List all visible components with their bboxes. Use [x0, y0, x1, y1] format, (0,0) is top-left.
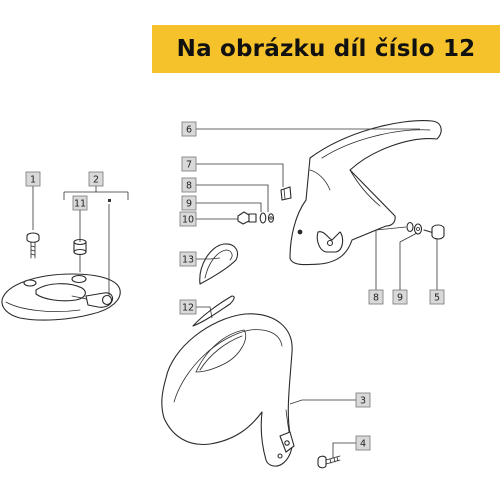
screw-part-1 — [26, 232, 40, 259]
callout-3: 3 — [355, 392, 371, 408]
callout-5: 5 — [429, 289, 445, 305]
rear-mudguard-part-6 — [289, 120, 442, 266]
callout-1: 1 — [25, 171, 41, 187]
callout-2: 2 — [88, 171, 104, 187]
callout-8-left: 8 — [181, 177, 197, 193]
title-banner: Na obrázku díl číslo 12 — [152, 25, 500, 73]
callout-8-right: 8 — [368, 289, 384, 305]
svg-text:3: 3 — [360, 396, 366, 407]
callout-11: 11 — [72, 195, 88, 211]
svg-text:11: 11 — [74, 199, 86, 210]
callout-9-left: 9 — [181, 195, 197, 211]
svg-text:9: 9 — [186, 199, 192, 210]
front-mudguard-part-3 — [161, 313, 295, 467]
svg-text:10: 10 — [182, 215, 194, 226]
svg-text:12: 12 — [182, 303, 194, 314]
screw-part-4 — [317, 455, 341, 469]
svg-text:13: 13 — [182, 255, 194, 266]
svg-text:5: 5 — [434, 293, 440, 304]
svg-text:9: 9 — [397, 293, 403, 304]
mounting-plate-assembly — [1, 273, 121, 321]
left-fasteners-parts-8-9-10 — [237, 211, 275, 225]
svg-text:2: 2 — [93, 175, 99, 186]
callout-6: 6 — [181, 121, 197, 137]
callout-10: 10 — [179, 211, 197, 227]
callout-12: 12 — [179, 299, 197, 315]
svg-text:1: 1 — [30, 175, 36, 186]
svg-text:7: 7 — [186, 160, 192, 171]
clip-part-7 — [280, 186, 292, 201]
svg-text:4: 4 — [360, 439, 366, 450]
decal-part-13 — [199, 243, 239, 285]
svg-text:8: 8 — [373, 293, 379, 304]
banner-title: Na obrázku díl číslo 12 — [176, 36, 476, 62]
leader-lines — [32, 128, 438, 458]
callout-9-right: 9 — [392, 289, 408, 305]
rubber-grommet-part-11 — [73, 238, 87, 273]
svg-text:8: 8 — [186, 181, 192, 192]
svg-text:6: 6 — [186, 125, 192, 136]
callout-4: 4 — [355, 435, 371, 451]
right-fasteners-parts-5-8-9 — [406, 221, 445, 240]
callout-7: 7 — [181, 156, 197, 172]
callout-13: 13 — [179, 251, 197, 267]
